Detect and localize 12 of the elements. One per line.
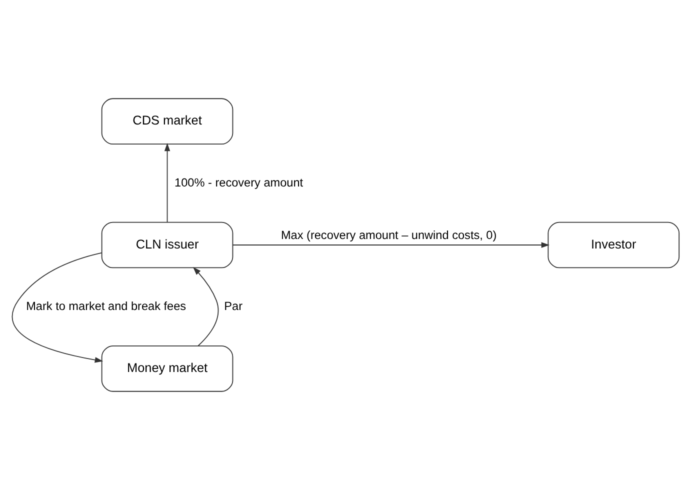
arrow bbox=[164, 142, 170, 223]
node-box: CDS market bbox=[101, 98, 234, 145]
edge-label: 100% - recovery amount bbox=[174, 175, 304, 190]
arrow bbox=[192, 266, 219, 346]
node-box: CLN issuer bbox=[101, 222, 234, 268]
edge-label: Mark to market and break fees bbox=[26, 298, 186, 313]
edge-label: Max (recovery amount – unwind costs, 0) bbox=[280, 228, 497, 242]
arrow bbox=[12, 252, 104, 363]
arrow bbox=[232, 242, 550, 248]
node-box: Investor bbox=[548, 222, 680, 268]
edge-label: Par bbox=[224, 298, 243, 313]
node-box: Money market bbox=[101, 345, 234, 392]
